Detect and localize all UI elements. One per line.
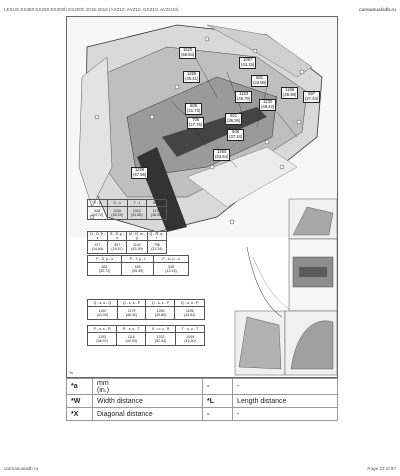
table1-key: T - t [126,199,148,207]
point-label-10: 705(27.76) [187,117,205,129]
table2-key: O - O, P - s [86,231,109,241]
table3-key: P - T, p - t [121,255,155,263]
point-label-3: 1097(43.19) [239,57,257,69]
note-symbol: *X [66,407,93,421]
table5-value: 1193(46.97) [86,332,118,346]
table2-key: Q - R, q - r [146,231,168,241]
table3-value: 831(32.72) [86,262,123,276]
point-label-8: 1230(48.43) [259,99,277,111]
table5-key: P - s, s - R [86,325,118,333]
table5-key: S - u, u - R [145,325,177,333]
point-label-14: 1208(47.56) [131,167,149,179]
table5-value: 1332(52.44) [145,332,177,346]
table4-value: 1102(43.39) [87,306,118,320]
table3-key: P - U, p - u [153,255,189,263]
point-label-13: 1360(53.54) [213,149,231,161]
table4-key: Q - s, s - P [145,299,176,307]
table4-key: Q - s, s - P [116,299,147,307]
note-description: Width distance [92,394,203,408]
table4-key: Q - u, u - P [174,299,205,307]
point-label-12: 946(37.24) [227,129,245,141]
point-label-11: 921(36.26) [225,113,243,125]
table2-value: 377(14.84) [86,240,109,254]
point-label-2: 1255(49.41) [183,71,201,83]
dimension-table-4: Q - s, s - Q Q - s, s - P Q - s, s - P Q… [87,299,205,320]
note-description: - [232,407,338,421]
table2-value: 796(31.34) [146,240,168,254]
legend-notes-table: *a mm(in.) - - *W Width distance *L Leng… [66,378,338,421]
point-label-7: 697(27.44) [303,91,321,103]
note-symbol: *W [66,394,93,408]
point-label-6: 1168(45.98) [281,87,299,99]
point-label-1: 1520(59.84) [179,47,197,59]
page-number: Page 22 of 97 [367,465,396,471]
table4-value: 1179(46.42) [116,306,147,320]
table1-key: U - u [146,199,167,207]
site-logo: carmanualsdb.ru [358,6,396,12]
note-description: Length distance [232,394,338,408]
vehicle-underbody-illustration [67,17,337,376]
table4-value: 1265(49.80) [145,306,176,320]
page-footer: carmanualsdb.ru Page 22 of 97 [4,464,396,472]
note-description: - [232,378,338,395]
note-description: Diagonal distance [92,407,203,421]
table5-key: R - s, s - T [116,325,147,333]
notes-row: *X Diagonal distance - - [66,407,338,421]
dimension-legend: P - p S - s T - t U - u 628(24.72) 1149(… [86,199,205,295]
manual-title: LEXUS ES350 ES250 ES300h ES200h 2015-201… [4,6,179,12]
table3-key: P - S, p - s [86,255,123,263]
body-dimension-figure: 1520(59.84) 1255(49.41) 1097(43.19) 861(… [66,16,338,378]
dimension-table-1: P - p S - s T - t U - u 628(24.72) 1149(… [87,199,167,220]
table5-value: 1116(43.94) [116,332,147,346]
table1-key: P - p [87,199,108,207]
table1-value: 1149(45.24) [106,206,128,220]
table3-value: 336(13.23) [153,262,189,276]
point-label-5: 1163(45.79) [235,91,253,103]
note-symbol: *L [202,394,233,408]
dimension-table-3: P - S, p - s P - T, p - t P - U, p - u 8… [86,255,189,276]
point-label-9: 806(31.73) [185,103,203,115]
notes-row: *a mm(in.) - - [66,378,338,395]
table1-value: 1170(46.06) [146,206,167,220]
dimension-table-2: O - O, P - s S - S, p - s M - R, m - p Q… [86,231,168,254]
point-label-4: 861(33.90) [251,75,269,87]
table2-value: 497(19.57) [107,240,128,254]
table1-key: S - s [106,199,128,207]
dimension-table-5: P - s, s - R R - s, s - T S - u, u - R T… [86,325,205,346]
table3-value: 645(25.39) [121,262,155,276]
table2-value: 1102(43.39) [126,240,148,254]
note-symbol: *a [66,378,93,395]
footer-site: carmanualsdb.ru [4,465,39,471]
note-symbol: - [202,407,233,421]
notes-row: *W Width distance *L Length distance [66,394,338,408]
note-symbol: - [202,378,233,395]
figure-id: *a [69,370,73,375]
table4-key: Q - s, s - Q [87,299,118,307]
table2-key: S - S, p - s [107,231,128,241]
table5-key: T - u, u - T [175,325,205,333]
table1-value: 1312(51.65) [126,206,148,220]
table2-key: M - R, m - p [126,231,148,241]
table4-value: 1106(43.54) [174,306,205,320]
table5-value: 1049(41.30) [175,332,205,346]
note-description: mm(in.) [92,378,203,395]
table1-value: 628(24.72) [87,206,108,220]
page-header: LEXUS ES350 ES250 ES300h ES200h 2015-201… [4,4,396,14]
